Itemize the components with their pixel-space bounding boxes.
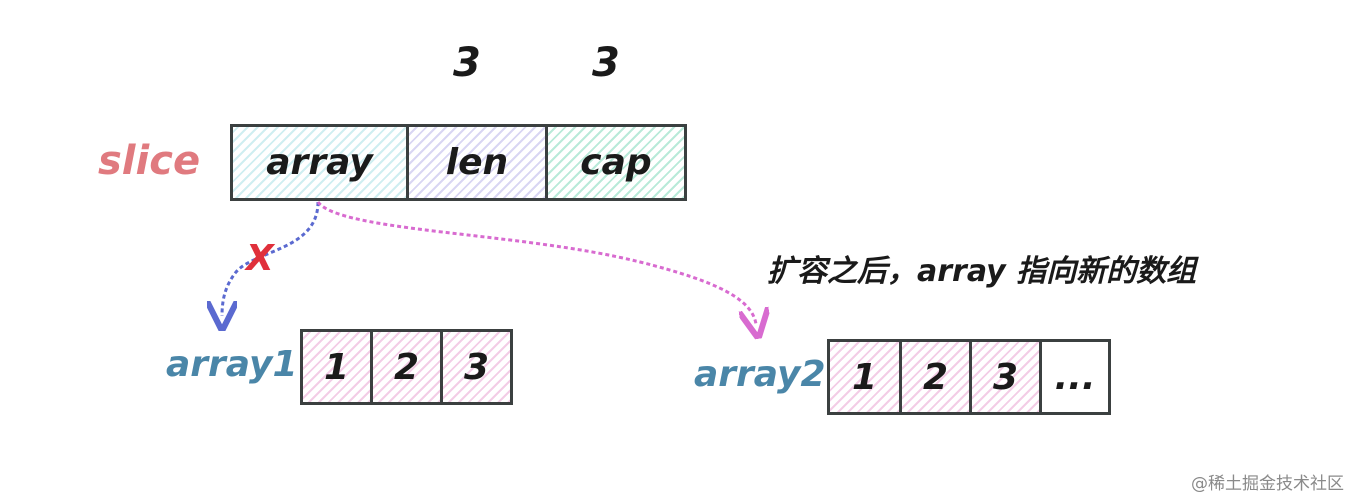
array1-cell: 2 bbox=[370, 329, 443, 405]
array1-cell: 1 bbox=[300, 329, 373, 405]
array2-label: array2 bbox=[694, 354, 826, 395]
watermark: @稀土掘金技术社区 bbox=[1191, 474, 1344, 494]
array2-cell-ellipsis: ... bbox=[1039, 339, 1111, 415]
slice-label: slice bbox=[98, 138, 201, 184]
array2-cell: 1 bbox=[827, 339, 902, 415]
array1-label: array1 bbox=[166, 344, 298, 385]
len-value: 3 bbox=[453, 40, 481, 86]
new-pointer-arrow bbox=[316, 200, 756, 324]
cap-value: 3 bbox=[592, 40, 620, 86]
slice-field-len: len bbox=[406, 124, 548, 201]
array2-cell: 3 bbox=[969, 339, 1042, 415]
caption: 扩容之后，array 指向新的数组 bbox=[767, 254, 1197, 289]
array2-cell: 2 bbox=[899, 339, 972, 415]
slice-field-cap: cap bbox=[545, 124, 687, 201]
old-pointer-arrow bbox=[222, 201, 320, 316]
array1-cell: 3 bbox=[440, 329, 513, 405]
cross-mark: X bbox=[246, 238, 274, 279]
